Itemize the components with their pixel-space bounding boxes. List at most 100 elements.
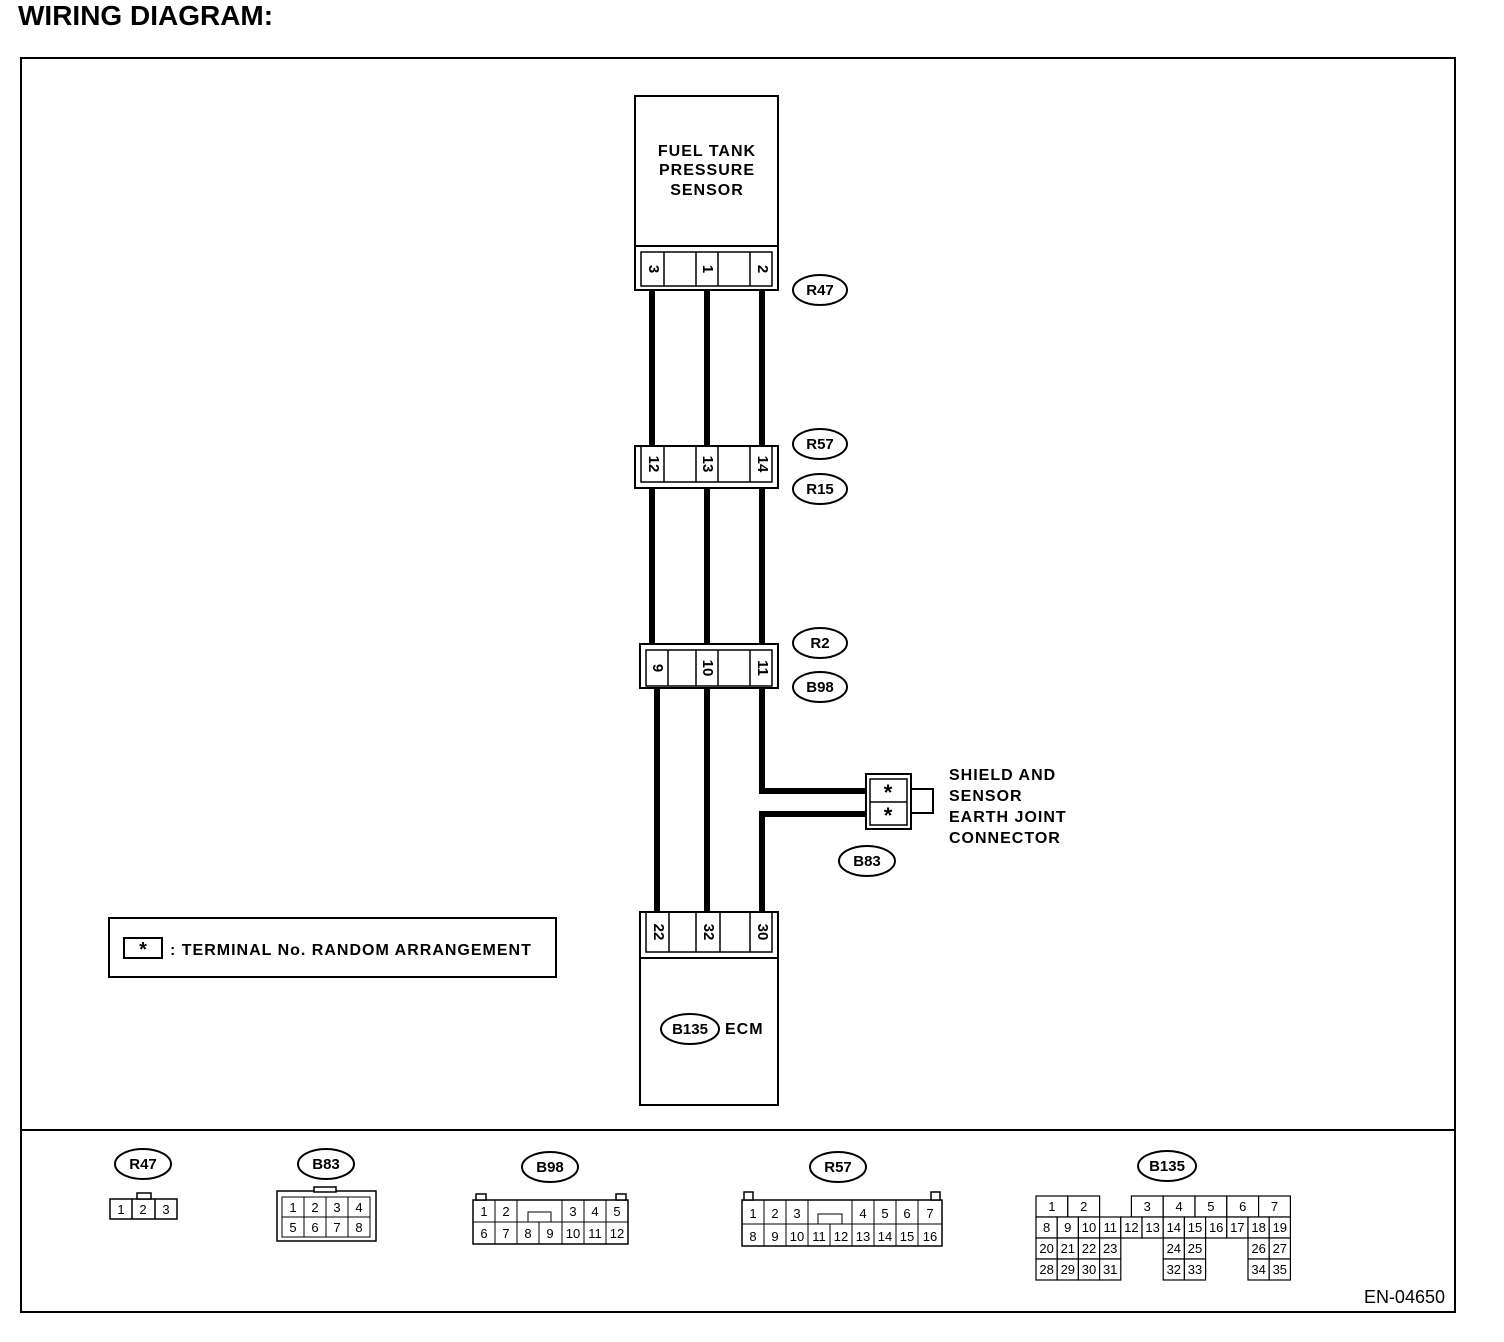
- b135-pin-label: 12: [1124, 1220, 1138, 1235]
- svg-text:3: 3: [333, 1200, 340, 1215]
- b83-tag: B83: [853, 853, 881, 870]
- svg-text:7: 7: [926, 1206, 933, 1221]
- legend-mark: *: [139, 939, 147, 961]
- b135-pin-label: 11: [1103, 1220, 1117, 1235]
- sensor-label-line3: SENSOR: [670, 182, 744, 199]
- b135-pin-label: 24: [1167, 1241, 1181, 1256]
- svg-text:6: 6: [480, 1226, 487, 1241]
- svg-text:3: 3: [793, 1206, 800, 1221]
- connector-b135: 22 32 30: [639, 911, 779, 959]
- svg-text:3: 3: [569, 1204, 576, 1219]
- svg-text:6: 6: [311, 1220, 318, 1235]
- joint-mark-1: *: [884, 780, 893, 805]
- face-b135-tag: B135: [1149, 1158, 1185, 1175]
- svg-text:8: 8: [524, 1226, 531, 1241]
- svg-text:9: 9: [546, 1226, 553, 1241]
- svg-text:1: 1: [480, 1204, 487, 1219]
- face-b98: B98 1 2 3 4 5 6 7 8 9 10 11 12: [472, 1151, 629, 1245]
- r47-tag-oval: [792, 274, 848, 306]
- wire-11-shield-joint: [759, 688, 868, 794]
- svg-text:4: 4: [591, 1204, 598, 1219]
- b83-tag-oval: [838, 845, 896, 877]
- b135-pin-label: 26: [1251, 1241, 1265, 1256]
- joint-label-line3: EARTH JOINT: [949, 809, 1067, 826]
- svg-text:10: 10: [566, 1226, 580, 1241]
- svg-text:11: 11: [588, 1226, 602, 1241]
- b135-pin-label: 13: [1145, 1220, 1159, 1235]
- b135-pin-label: 14: [1167, 1220, 1181, 1235]
- figure-code: EN-04650: [1364, 1287, 1445, 1307]
- joint-mark-2: *: [884, 803, 893, 828]
- r47-tag: R47: [806, 282, 834, 299]
- b135-pin-label: 28: [1039, 1262, 1053, 1277]
- b135-cavity: [1098, 1258, 1122, 1281]
- r15-tag: R15: [806, 481, 834, 498]
- svg-text:2: 2: [771, 1206, 778, 1221]
- b135-cavity: [1268, 1258, 1291, 1281]
- face-r47-tag: R47: [129, 1156, 157, 1173]
- b135-pin-label: 8: [1043, 1220, 1050, 1235]
- b135-pin-label: 22: [1082, 1241, 1096, 1256]
- svg-text:13: 13: [856, 1229, 870, 1244]
- b135-pin-label: 32: [1167, 1262, 1181, 1277]
- b135-pin-label: 4: [1175, 1199, 1182, 1214]
- svg-text:2: 2: [139, 1202, 146, 1217]
- b135-cavity: [1183, 1258, 1207, 1281]
- r2-tag-oval: [792, 627, 848, 659]
- svg-text:11: 11: [812, 1229, 826, 1244]
- b135-pin-32: 32: [700, 924, 717, 941]
- r57-tag: R57: [806, 436, 834, 453]
- svg-text:10: 10: [790, 1229, 804, 1244]
- b135-pin-label: 16: [1209, 1220, 1223, 1235]
- svg-text:8: 8: [355, 1220, 362, 1235]
- r47-pin-3: 3: [645, 265, 662, 273]
- svg-text:1: 1: [289, 1200, 296, 1215]
- r15-tag-oval: [792, 473, 848, 505]
- b135-pin-label: 7: [1271, 1199, 1278, 1214]
- b135-pin-label: 5: [1207, 1199, 1214, 1214]
- b135-pin-label: 29: [1061, 1262, 1075, 1277]
- r2-pin-9: 9: [649, 664, 666, 672]
- svg-text:3: 3: [162, 1202, 169, 1217]
- joint-label-line4: CONNECTOR: [949, 830, 1061, 847]
- b135-pin-label: 15: [1188, 1220, 1202, 1235]
- wire-shield-joint-30: [759, 811, 868, 912]
- b135-pin-label: 25: [1188, 1241, 1202, 1256]
- diagram-title: WIRING DIAGRAM:: [18, 0, 274, 31]
- svg-text:1: 1: [117, 1202, 124, 1217]
- b98-tag: B98: [806, 679, 834, 696]
- b135-pin-label: 18: [1251, 1220, 1265, 1235]
- svg-text:5: 5: [289, 1220, 296, 1235]
- face-b83-tag: B83: [312, 1156, 340, 1173]
- b135-pin-22: 22: [650, 924, 667, 941]
- r2-pin-11: 11: [754, 660, 771, 676]
- b135-pin-label: 6: [1239, 1199, 1246, 1214]
- svg-text:7: 7: [333, 1220, 340, 1235]
- legend-text: : TERMINAL No. RANDOM ARRANGEMENT: [170, 942, 532, 959]
- b135-pin-label: 2: [1080, 1199, 1087, 1214]
- svg-text:8: 8: [749, 1229, 756, 1244]
- face-b98-tag: B98: [536, 1159, 564, 1176]
- svg-text:4: 4: [355, 1200, 362, 1215]
- b135-pin-label: 3: [1144, 1199, 1151, 1214]
- r57-pin-13: 13: [699, 456, 716, 473]
- r2-tag: R2: [810, 635, 829, 652]
- face-r47: R47 1 2 3: [109, 1148, 178, 1220]
- b135-tag-oval: [660, 1013, 720, 1045]
- face-r57-tag: R57: [824, 1159, 852, 1176]
- svg-text:2: 2: [502, 1204, 509, 1219]
- r47-pin-1: 1: [699, 265, 716, 273]
- fuel-tank-pressure-sensor: [634, 95, 779, 247]
- b135-pin-label: 35: [1273, 1262, 1287, 1277]
- svg-text:7: 7: [502, 1226, 509, 1241]
- r57-tag-oval: [792, 428, 848, 460]
- b135-pin-30: 30: [754, 924, 771, 941]
- b135-pin-label: 30: [1082, 1262, 1096, 1277]
- b135-tag: B135: [672, 1021, 708, 1038]
- b135-pin-label: 23: [1103, 1241, 1117, 1256]
- svg-text:6: 6: [903, 1206, 910, 1221]
- face-r57: R57 1 2 3 4 5 6 7 8 9 10 11 12: [741, 1151, 943, 1247]
